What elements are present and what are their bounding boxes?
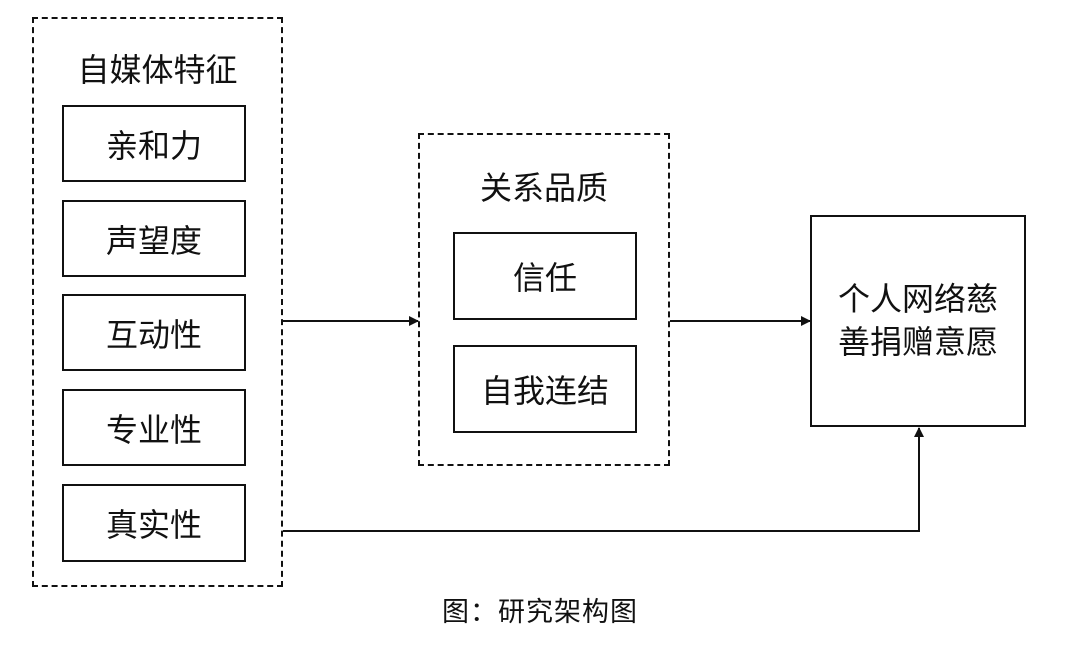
- donation-intention-line1: 个人网络慈: [837, 279, 998, 318]
- media-feature-interactivity: 互动性: [62, 294, 246, 371]
- media-feature-professionalism: 专业性: [62, 389, 246, 466]
- media-features-title: 自媒体特征: [77, 51, 238, 89]
- media-features-group: [32, 17, 283, 587]
- donation-intention-box: 个人网络慈 善捐赠意愿: [810, 215, 1026, 427]
- donation-intention-line2: 善捐赠意愿: [837, 323, 998, 361]
- media-feature-authenticity: 真实性: [62, 484, 246, 562]
- relationship-quality-title: 关系品质: [479, 169, 608, 207]
- media-feature-prestige: 声望度: [62, 200, 246, 277]
- relationship-self-connection: 自我连结: [453, 345, 637, 433]
- relationship-trust: 信任: [453, 232, 637, 320]
- media-feature-affinity: 亲和力: [62, 105, 246, 182]
- figure-caption: 图：研究架构图: [442, 597, 638, 628]
